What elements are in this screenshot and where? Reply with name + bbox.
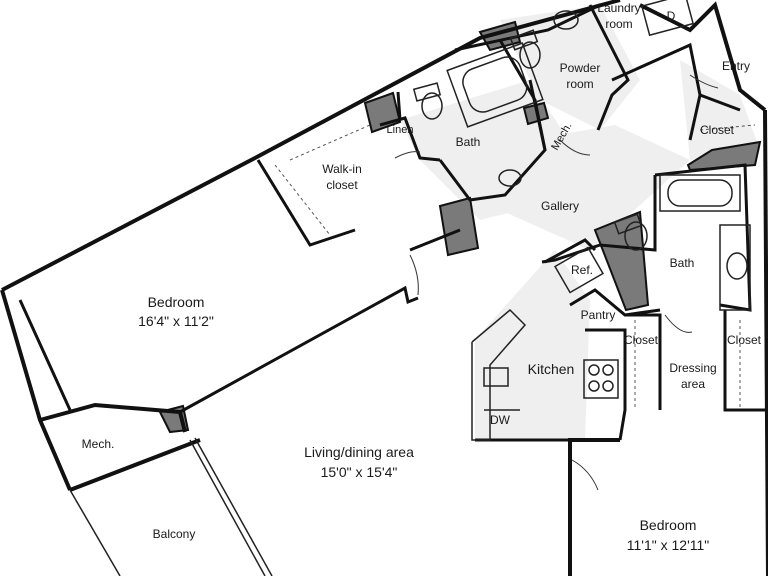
mech-left-label: Mech.	[82, 437, 115, 451]
bedroom-main-label: Bedroom	[148, 294, 205, 310]
dryer-label: D	[667, 9, 676, 23]
powder-room-label: Powder	[560, 61, 601, 75]
living-dining-label: Living/dining area	[304, 444, 414, 460]
laundry-room-label: Laundry	[597, 1, 640, 15]
walkin-closet-label: Walk-in	[322, 162, 362, 176]
door-swings	[394, 74, 719, 491]
gallery-label: Gallery	[541, 199, 579, 213]
interior-walls	[18, 3, 765, 442]
ref-label: Ref.	[571, 263, 593, 277]
dishwasher-label: DW	[490, 413, 511, 427]
living-dining-dimensions: 15'0" x 15'4"	[321, 464, 398, 480]
bedroom-second-dimensions: 11'1" x 12'11"	[627, 537, 710, 553]
balcony-label: Balcony	[153, 527, 196, 541]
dressing-area-label: Dressing	[669, 361, 716, 375]
pantry-label: Pantry	[581, 308, 616, 322]
bath-top-label: Bath	[456, 135, 481, 149]
entry-label: Entry	[722, 59, 750, 73]
walkin-closet-label-2: closet	[326, 178, 358, 192]
closet-entry-label: Closet	[700, 123, 735, 137]
fixtures	[69, 0, 751, 576]
closet-right-label: Closet	[727, 333, 762, 347]
linen-label: Linen	[387, 124, 414, 136]
laundry-room-label-2: room	[605, 17, 632, 31]
powder-room-label-2: room	[566, 77, 593, 91]
closet-rod-lines	[274, 124, 756, 410]
bedroom-main-dimensions: 16'4" x 11'2"	[138, 313, 214, 329]
bath-right-label: Bath	[670, 256, 695, 270]
closet-left-label: Closet	[624, 333, 659, 347]
dressing-area-label-2: area	[681, 377, 705, 391]
bedroom-second-label: Bedroom	[640, 517, 697, 533]
kitchen-label: Kitchen	[528, 361, 575, 377]
